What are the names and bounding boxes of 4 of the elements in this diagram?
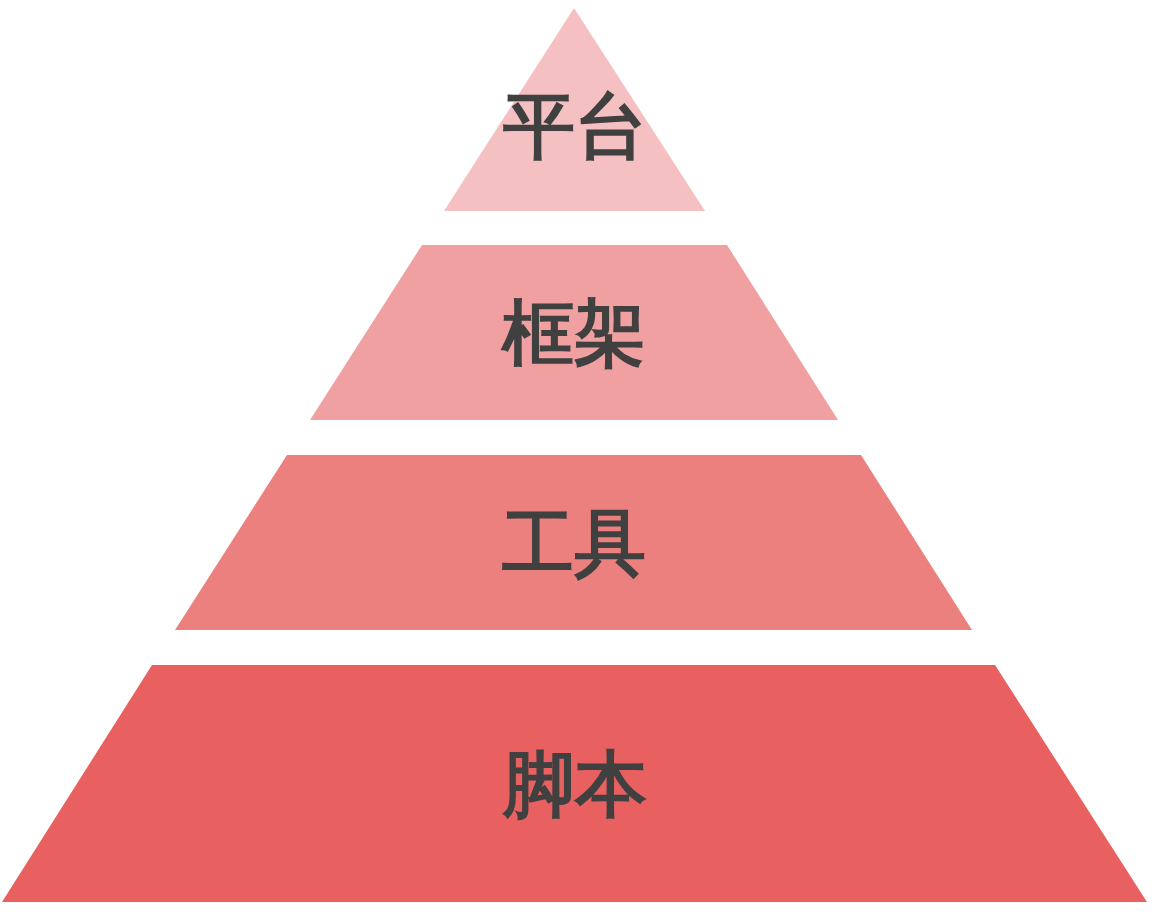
tier-label: 工具 <box>501 502 646 583</box>
tier-label: 脚本 <box>502 743 647 824</box>
tier-label: 平台 <box>502 85 647 166</box>
tier-label: 框架 <box>502 292 646 373</box>
